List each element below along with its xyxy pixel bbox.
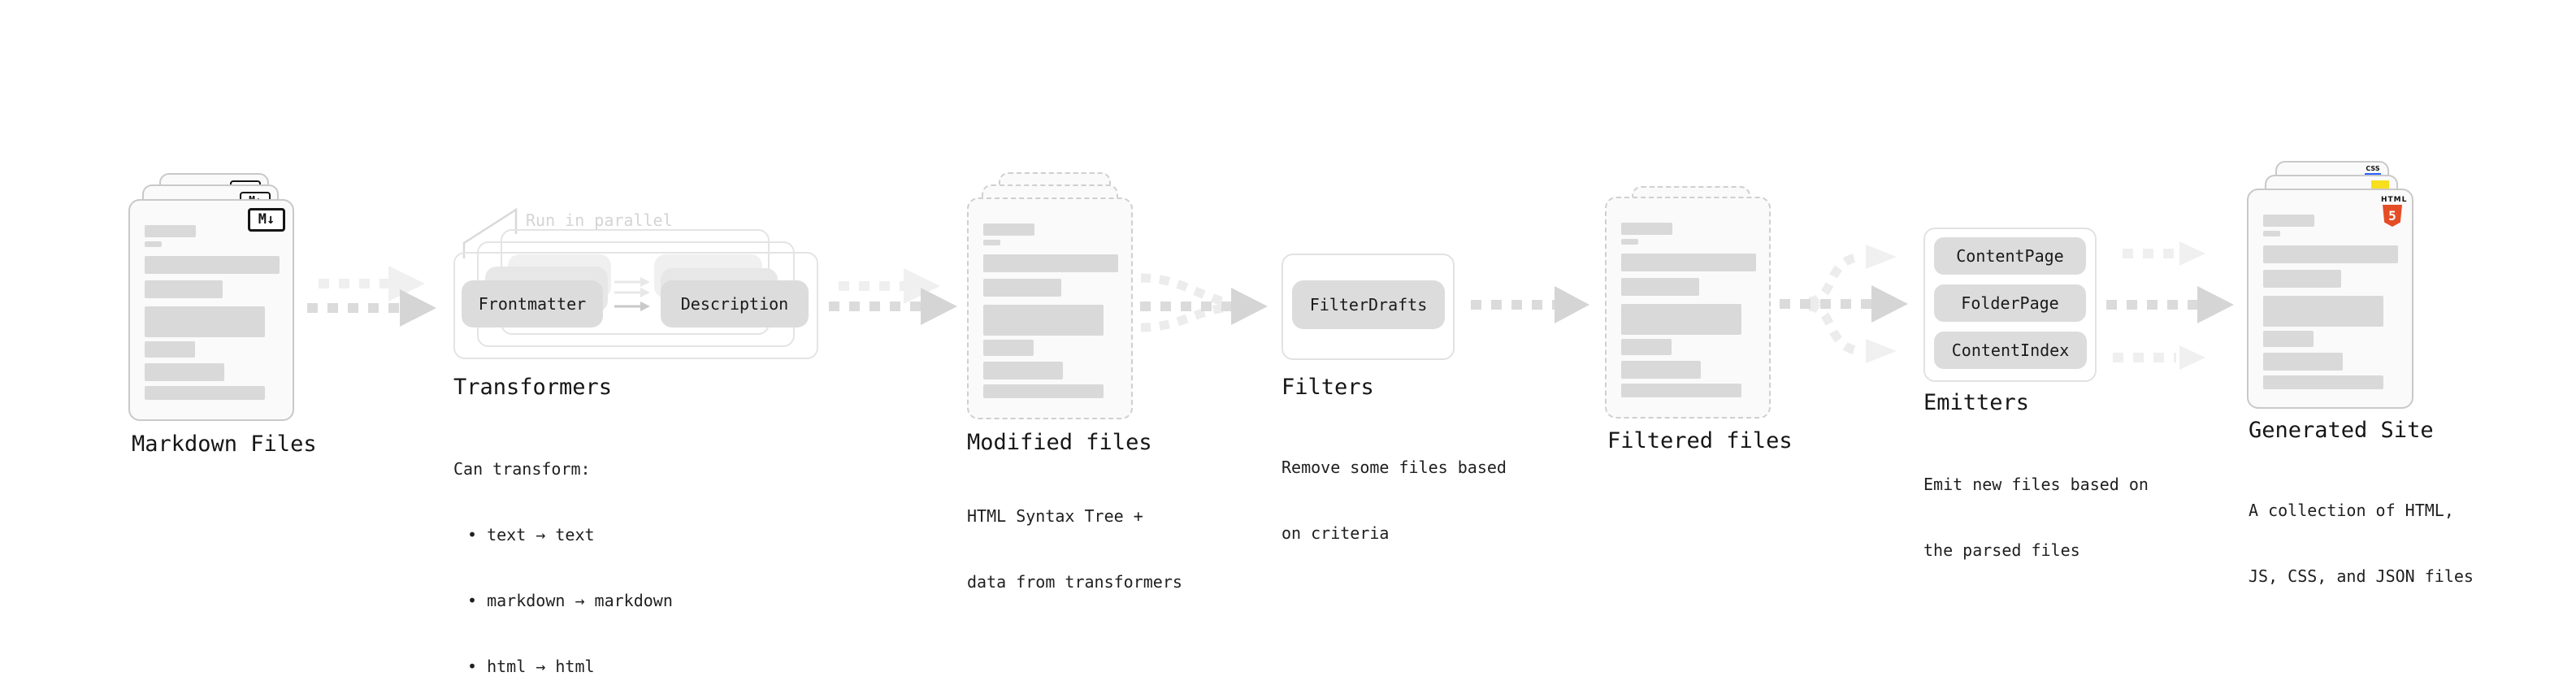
- emitters-desc-line: Emit new files based on: [1923, 475, 2149, 494]
- html5-icon: HTML 5: [2381, 196, 2408, 227]
- generated-desc-line: JS, CSS, and JSON files: [2249, 566, 2474, 586]
- arrows-emitters-to-generated: [2106, 241, 2234, 370]
- transformers-bullet: • html → html: [467, 657, 595, 676]
- emitters-desc-line: the parsed files: [1923, 540, 2080, 560]
- text-line-placeholder: [145, 363, 224, 381]
- arrow-filters-to-filtered: [1471, 286, 1589, 323]
- filters-label: Filters: [1281, 375, 1374, 400]
- text-line-placeholder: [2263, 375, 2383, 389]
- text-line-placeholder: [1621, 223, 1672, 235]
- text-line-placeholder: [983, 340, 1034, 356]
- transformer-step-arrows: [614, 277, 650, 311]
- text-line-placeholder: [983, 240, 1000, 245]
- transformers-desc-heading: Can transform:: [453, 459, 591, 479]
- contentindex-pill: ContentIndex: [1934, 332, 2087, 369]
- modified-files-description: HTML Syntax Tree + data from transformer…: [967, 462, 1182, 637]
- text-line-placeholder: [1621, 361, 1701, 379]
- frontmatter-pill: Frontmatter: [462, 280, 603, 327]
- run-in-parallel-leader-line: [462, 207, 518, 258]
- js-icon: [2371, 180, 2389, 189]
- text-line-placeholder: [2263, 245, 2398, 263]
- emitters-description: Emit new files based on the parsed files: [1923, 430, 2149, 605]
- text-line-placeholder: [983, 384, 1104, 398]
- markdown-file-card: M↓: [128, 199, 294, 421]
- contentpage-pill: ContentPage: [1934, 237, 2086, 275]
- transformer-container: [453, 252, 818, 359]
- filterdrafts-pill: FilterDrafts: [1292, 280, 1445, 329]
- text-line-placeholder: [2263, 296, 2383, 327]
- text-line-placeholder: [1621, 278, 1699, 296]
- text-line-placeholder: [983, 305, 1104, 336]
- arrow-markdown-to-transformers: [307, 266, 436, 327]
- text-line-placeholder: [145, 241, 162, 247]
- doc-content-lines: [2263, 215, 2398, 389]
- arrow-filtered-to-emitters-fanout: [1780, 245, 1908, 363]
- modified-desc-line: HTML Syntax Tree +: [967, 506, 1143, 526]
- css-icon: CSS: [2365, 166, 2381, 176]
- arrow-transformers-to-modified: [829, 268, 957, 325]
- text-line-placeholder: [2263, 353, 2343, 371]
- text-line-placeholder: [2263, 215, 2314, 227]
- emitters-label: Emitters: [1923, 390, 2030, 415]
- text-line-placeholder: [145, 225, 196, 237]
- text-line-placeholder: [145, 386, 265, 400]
- text-line-placeholder: [1621, 384, 1741, 397]
- text-line-placeholder: [1621, 304, 1741, 335]
- text-line-placeholder: [983, 279, 1061, 297]
- modified-file-card: [967, 197, 1133, 419]
- text-line-placeholder: [2263, 231, 2280, 236]
- text-line-placeholder: [983, 254, 1118, 272]
- css-icon-underline: [2365, 173, 2381, 176]
- filters-description: Remove some files based on criteria: [1281, 413, 1507, 588]
- html5-icon-word: HTML: [2381, 196, 2408, 204]
- doc-content-lines: [1621, 223, 1756, 397]
- html-file-card: HTML 5: [2247, 189, 2413, 409]
- folderpage-pill: FolderPage: [1934, 284, 2086, 322]
- arrow-modified-to-filters-converging: [1140, 273, 1268, 332]
- text-line-placeholder: [145, 341, 195, 358]
- doc-content-lines: [145, 225, 280, 400]
- text-line-placeholder: [1621, 254, 1756, 271]
- description-pill: Description: [661, 280, 809, 327]
- markdown-icon: M↓: [248, 208, 285, 232]
- transformers-label: Transformers: [453, 375, 613, 400]
- filtered-files-label: Filtered files: [1607, 428, 1793, 453]
- run-in-parallel-note: Run in parallel: [526, 210, 673, 230]
- modified-files-label: Modified files: [967, 430, 1152, 455]
- transformers-bullet: • markdown → markdown: [467, 591, 673, 610]
- html5-icon-shield: 5: [2383, 205, 2402, 227]
- generated-desc-line: A collection of HTML,: [2249, 501, 2454, 520]
- filters-desc-line: on criteria: [1281, 523, 1390, 543]
- doc-content-lines: [983, 223, 1118, 398]
- text-line-placeholder: [1621, 239, 1638, 245]
- text-line-placeholder: [145, 306, 265, 337]
- generated-site-label: Generated Site: [2249, 418, 2434, 443]
- text-line-placeholder: [983, 223, 1034, 236]
- text-line-placeholder: [983, 362, 1063, 380]
- filtered-file-card: [1605, 197, 1771, 419]
- markdown-files-label: Markdown Files: [132, 432, 317, 457]
- text-line-placeholder: [145, 280, 223, 298]
- text-line-placeholder: [2263, 270, 2341, 288]
- text-line-placeholder: [1621, 339, 1672, 355]
- filters-desc-line: Remove some files based: [1281, 458, 1507, 477]
- text-line-placeholder: [2263, 331, 2314, 347]
- modified-desc-line: data from transformers: [967, 572, 1182, 592]
- text-line-placeholder: [145, 256, 280, 274]
- generated-site-description: A collection of HTML, JS, CSS, and JSON …: [2249, 456, 2474, 631]
- transformers-bullet: • text → text: [467, 525, 595, 544]
- transformers-description: Can transform: • text → text • markdown …: [453, 414, 673, 681]
